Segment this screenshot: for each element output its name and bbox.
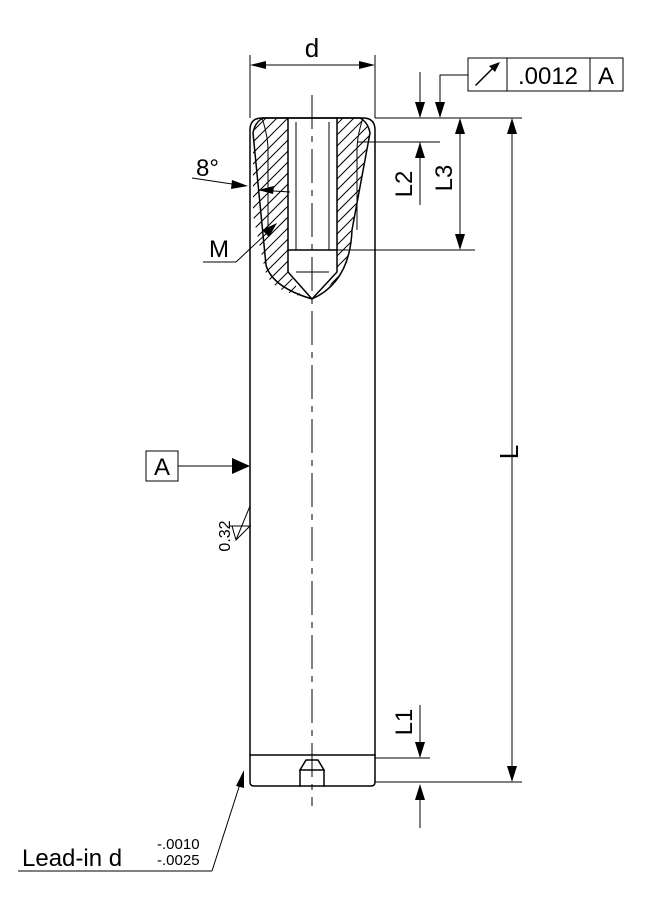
bottom-center-hole bbox=[299, 759, 325, 787]
length-label: L bbox=[494, 445, 524, 459]
angle-label: 8° bbox=[196, 155, 219, 182]
dimension-l3 bbox=[337, 118, 475, 251]
runout-tolerance-value: .0012 bbox=[518, 63, 578, 90]
l2-label: L2 bbox=[391, 171, 418, 198]
dimension-l1 bbox=[375, 705, 430, 828]
roughness-value: 0.32 bbox=[217, 520, 234, 551]
runout-arrow-icon bbox=[474, 62, 500, 87]
l1-label: L1 bbox=[391, 709, 418, 736]
lead-in-label: Lead-in d bbox=[22, 845, 122, 872]
datum-feature bbox=[145, 450, 250, 482]
diameter-label: d bbox=[305, 33, 319, 63]
angle-annotation bbox=[191, 177, 291, 194]
lead-in-tol-upper: -.0010 bbox=[157, 836, 200, 853]
runout-datum-ref: A bbox=[598, 63, 614, 90]
thread-leader bbox=[203, 223, 277, 263]
runout-frame bbox=[435, 57, 624, 118]
section-hatching bbox=[253, 118, 370, 298]
threaded-hole-section bbox=[252, 117, 371, 301]
surface-roughness-icon bbox=[230, 505, 252, 541]
lead-in-tol-lower: -.0025 bbox=[157, 852, 200, 869]
dimension-d bbox=[249, 55, 376, 118]
l3-label: L3 bbox=[431, 165, 458, 192]
dimension-l2 bbox=[357, 72, 475, 205]
datum-label: A bbox=[154, 454, 170, 481]
lead-in-leader bbox=[18, 770, 244, 872]
dimension-l bbox=[375, 117, 522, 783]
thread-label: M bbox=[209, 236, 229, 263]
